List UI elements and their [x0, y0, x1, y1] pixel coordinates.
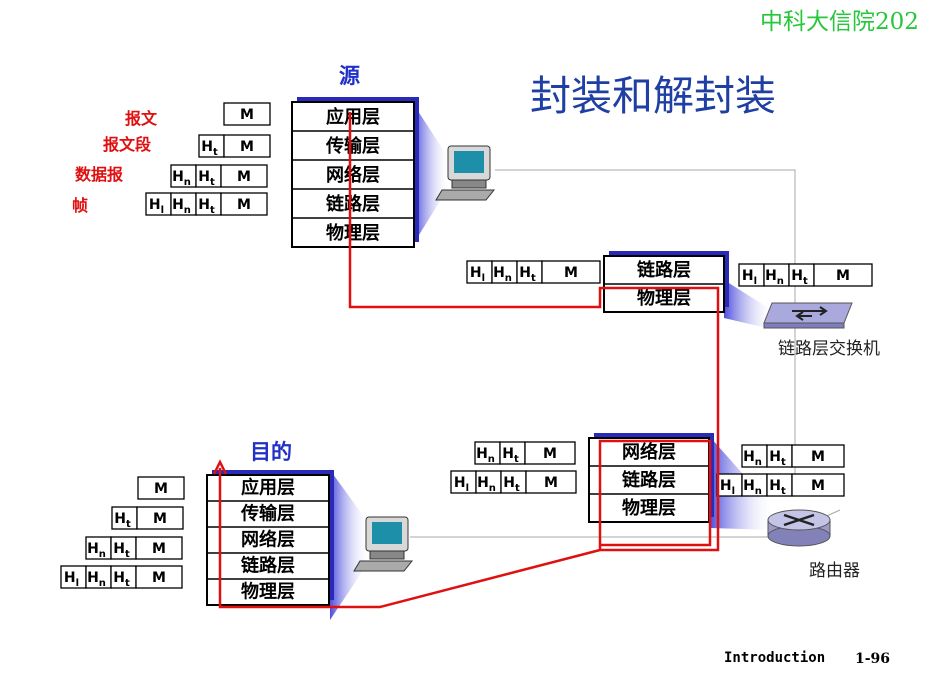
page-number: 1-96	[855, 651, 891, 667]
transport-header-cell: Ht	[791, 268, 808, 287]
pdu-label-segment: 报文段	[103, 135, 152, 154]
network-header-cell: Hn	[172, 197, 191, 216]
link-header-cell: Hl	[149, 197, 164, 216]
network-header-cell: Hn	[172, 169, 191, 188]
layer-label: 物理层	[622, 497, 676, 519]
link-header-cell: Hl	[742, 268, 757, 287]
transport-header-cell: Ht	[201, 139, 218, 158]
link-header-cell: Hl	[470, 265, 485, 284]
network-header-cell: Hn	[493, 265, 512, 284]
message-cell: M	[152, 570, 166, 586]
layer-label: 链路层	[637, 259, 691, 281]
layer-label: 链路层	[326, 193, 380, 215]
link-header-cell: Hl	[720, 478, 735, 497]
transport-header-cell: Ht	[502, 446, 519, 465]
message-cell: M	[240, 107, 254, 123]
pdu-row: Hl Hn Ht M	[145, 192, 268, 216]
source-computer-icon	[435, 145, 496, 201]
footer-text: Introduction	[724, 650, 826, 666]
pdu-row: Hn Ht M	[741, 444, 845, 468]
layer-label: 应用层	[241, 477, 295, 499]
layer-label: 物理层	[637, 287, 691, 309]
transport-header-cell: Ht	[769, 449, 786, 468]
message-cell: M	[237, 169, 251, 185]
transport-header-cell: Ht	[503, 475, 520, 494]
layer-label: 网络层	[326, 164, 380, 186]
protocol-stacks: 应用层传输层网络层链路层物理层应用层传输层网络层链路层物理层链路层物理层网络层链…	[206, 97, 729, 606]
watermark: 中科大信院202	[760, 9, 919, 35]
destination-computer-icon	[353, 516, 414, 572]
message-cell: M	[811, 478, 825, 494]
layer-label: 应用层	[326, 106, 380, 128]
pdu-label-frame: 帧	[72, 196, 89, 215]
pdu-row: Hl Hn Ht M	[60, 565, 183, 589]
network-header-cell: Hn	[743, 478, 762, 497]
network-header-cell: Hn	[476, 446, 495, 465]
message-cell: M	[152, 541, 166, 557]
network-header-cell: Hn	[765, 268, 784, 287]
transport-header-cell: Ht	[198, 197, 215, 216]
layer-label: 物理层	[326, 222, 380, 244]
message-cell: M	[237, 197, 251, 213]
router-label: 路由器	[809, 561, 860, 581]
transport-header-cell: Ht	[519, 265, 536, 284]
network-header-cell: Hn	[743, 449, 762, 468]
message-cell: M	[811, 449, 825, 465]
layer-label: 链路层	[241, 555, 295, 577]
destination-label: 目的	[250, 440, 292, 464]
link-header-cell: Hl	[454, 475, 469, 494]
message-cell: M	[240, 139, 254, 155]
pdu-row: M	[223, 102, 271, 126]
message-cell: M	[153, 511, 167, 527]
slide-title: 封装和解封装	[530, 72, 776, 120]
layer-label: 传输层	[325, 135, 380, 157]
network-header-cell: Hn	[87, 570, 106, 589]
pdu-row: Hn Ht M	[85, 536, 183, 560]
transport-header-cell: Ht	[113, 570, 130, 589]
message-cell: M	[836, 268, 850, 284]
layer-label: 传输层	[240, 503, 295, 525]
pdu-label-datagram: 数据报	[75, 165, 124, 184]
transport-header-cell: Ht	[769, 478, 786, 497]
pdu-row: Hl Hn Ht M	[450, 470, 577, 494]
pdu-row: Hn Ht M	[474, 441, 576, 465]
pdu-row: Hl Hn Ht M	[466, 260, 601, 284]
pdu-row: M	[137, 476, 185, 500]
transport-header-cell: Ht	[198, 169, 215, 188]
pdu-row: Hl Hn Ht M	[738, 263, 873, 287]
message-cell: M	[564, 265, 578, 281]
message-cell: M	[154, 481, 168, 497]
pdu-row: Ht M	[111, 506, 184, 530]
transport-header-cell: Ht	[114, 511, 131, 530]
layer-label: 链路层	[622, 469, 676, 491]
source-label: 源	[339, 64, 360, 88]
message-cell: M	[544, 475, 558, 491]
network-header-cell: Hn	[87, 541, 106, 560]
link-header-cell: Hl	[64, 570, 79, 589]
pdu-row: Hl Hn Ht M	[716, 473, 845, 497]
data-path	[212, 112, 720, 609]
pdu-row: Hn Ht M	[170, 164, 268, 188]
network-header-cell: Hn	[477, 475, 496, 494]
layer-label: 网络层	[622, 441, 676, 463]
layer-label: 物理层	[241, 581, 295, 603]
pdu-row: Ht M	[198, 134, 271, 158]
switch-icon	[763, 302, 853, 329]
layer-label: 网络层	[241, 529, 295, 551]
pdu-label-message: 报文	[125, 109, 158, 128]
message-cell: M	[543, 446, 557, 462]
router-icon	[767, 509, 831, 547]
switch-label: 链路层交换机	[778, 339, 880, 359]
transport-header-cell: Ht	[113, 541, 130, 560]
